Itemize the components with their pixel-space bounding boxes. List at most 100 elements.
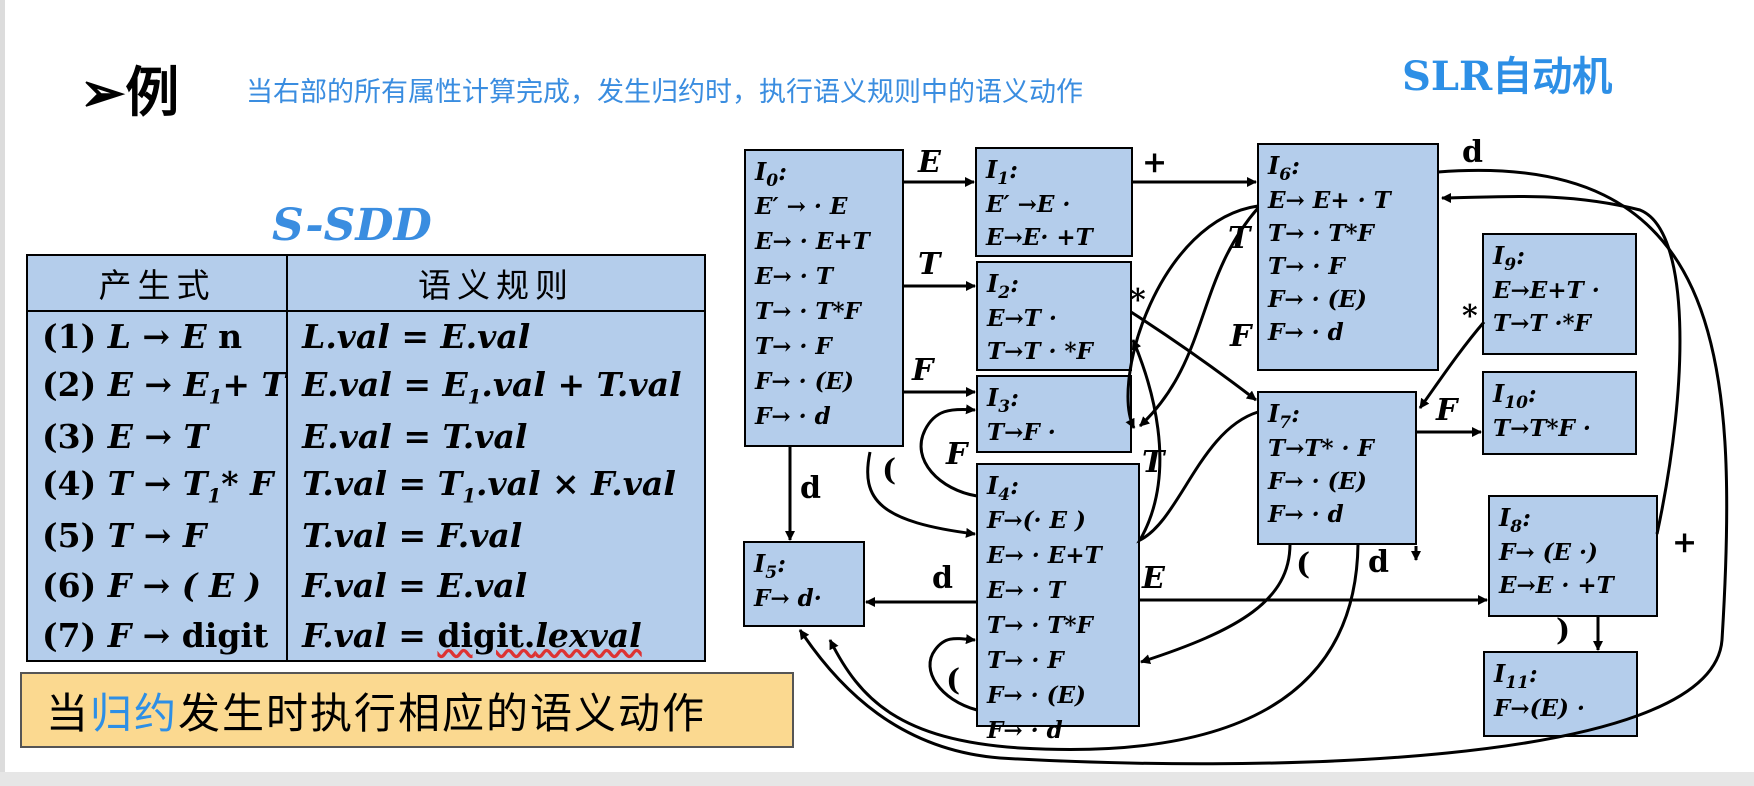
table-row: (1) L → E n L.val = E.val [27,311,705,362]
transition-edge [1131,339,1259,544]
state-label: I0: [754,157,787,191]
state-i11: I11:F→(E) · [1483,651,1638,737]
state-label: I1: [985,155,1018,189]
slr-automaton-title: SLR自动机 [1402,53,1613,100]
lr-item: E′ →E · [985,191,1070,218]
semantic-rule-cell: E.val = E1.val + T.val [302,364,682,409]
transition-edge [1130,310,1257,402]
state-i8: I8:F→ (E ·)E→E · +T [1488,495,1658,617]
semantic-rule-cell: T.val = F.val [302,516,523,556]
state-label: I8: [1498,503,1531,537]
edge-label: ( [1296,547,1310,582]
edge-label: + [1672,525,1697,560]
note-pre: 当 [46,688,91,738]
state-label: I9: [1492,241,1525,275]
state-i3: I3:T→F · [976,375,1132,453]
lr-item: T→ · F [1268,253,1346,280]
edge-label: * [1130,283,1146,318]
transition-edge [1441,192,1682,535]
edge-label: d [800,471,821,506]
lr-item: F→(E) · [1493,695,1585,722]
production-cell: (7) F → digit [27,610,289,661]
transition-edge [1140,543,1292,664]
edge-label: d [1462,135,1483,170]
lr-item: T→T* · F [1268,435,1376,462]
lr-item: F→ · (E) [1267,468,1367,495]
semantic-rule-cell: E.val = T.val [302,416,528,456]
lr-item: F→ · d [1267,501,1344,528]
lr-item: F→ (E ·) [1498,539,1598,566]
lr-item: T→ · T*F [1268,220,1376,247]
production-cell: (4) T → T1* F [27,461,289,511]
lr-item: T→ · T*F [755,298,863,325]
lr-item: E→ E+ · T [1267,187,1393,214]
lr-item: T→ · F [755,333,833,360]
edge-label: + [1142,145,1167,180]
edge-label: ( [946,663,960,698]
header-semantic-rule: 语义规则 [286,254,706,312]
table-row: (2) E → E1+ T E.val = E1.val + T.val [27,361,705,412]
edge-label: T [1142,445,1167,480]
lr-item: T→ · T*F [987,612,1095,639]
table-row: (3) E → T E.val = T.val [27,411,705,462]
state-label: I7: [1267,399,1300,433]
header-production: 产生式 [25,254,289,312]
production-cell: (3) E → T [27,411,289,462]
production-cell: (2) E → E1+ T [27,361,289,412]
table-header-row: 产生式 语义规则 [25,254,706,312]
edge-label: ( [882,453,896,488]
edge-label: * [1462,299,1478,334]
semantic-rule-cell: L.val = E.val [302,317,531,357]
edge-label: d [1368,545,1389,580]
state-label: I10: [1492,379,1537,413]
lr-item: E→ · T [754,263,835,290]
edge-label: E [917,145,942,180]
subtitle: 当右部的所有属性计算完成，发生归约时，执行语义规则中的语义动作 [246,77,1083,108]
lr-item: E′ → · E [754,193,848,220]
state-label: I4: [986,471,1019,505]
transition-edge [1125,204,1259,429]
lr-item: T→T · *F [987,338,1095,365]
left-edge [0,0,5,786]
semantic-rule-cell: T.val = T1.val × F.val [302,464,676,508]
sdd-table-body: (1) L → E n L.val = E.val (2) E → E1+ T E.v… [27,311,705,661]
lr-item: T→F · [987,419,1056,446]
lr-item: F→ · d [1267,319,1344,346]
production-cell: (1) L → E n [27,311,289,362]
state-i9: I9:E→E+T ·T→T ·*F [1482,233,1637,355]
state-i0: I0:E′ → · E E→ · E+T E→ · T T→ · T*F T→ · F F… [744,149,904,447]
edge-label: T [1228,221,1253,256]
lr-item: E→ · T [986,577,1067,604]
table-row: (6) F → ( E )F.val = E.val [27,560,705,611]
example-heading: ➢例 [80,60,180,124]
lr-item: F→ · (E) [986,682,1086,709]
lr-item: F→(· E ) [986,507,1086,534]
lr-item: F→ · (E) [1267,286,1367,313]
lr-item: E→ · E+T [754,228,872,255]
lr-item: E→T · [986,305,1057,332]
state-i5: I5:F→ d· [743,541,865,627]
state-label: I5: [753,549,786,583]
transition-edge [928,634,978,712]
lr-item: F→ d· [753,585,822,612]
sdd-title: S-SDD [272,200,432,251]
lr-item: F→ · (E) [754,368,854,395]
note-highlight: 归约 [90,688,179,738]
semantic-rule-cell: F.val = E.val [302,565,528,605]
state-i4: I4:F→(· E )E→ · E+TE→ · TT→ · T*FT→ · FF… [976,463,1140,744]
lr-item: T→T*F · [1493,415,1591,442]
transition-edge [866,451,976,538]
edge-label: ) [1556,613,1570,648]
state-label: I3: [986,383,1019,417]
transition-edge [1418,321,1486,409]
note-post: 发生时执行相应的语义动作 [178,688,707,738]
transition-edge [798,168,1729,766]
state-label: I2: [986,269,1019,303]
edge-label: F [1229,319,1254,354]
reduce-note: 当归约发生时执行相应的语义动作 [20,672,794,748]
